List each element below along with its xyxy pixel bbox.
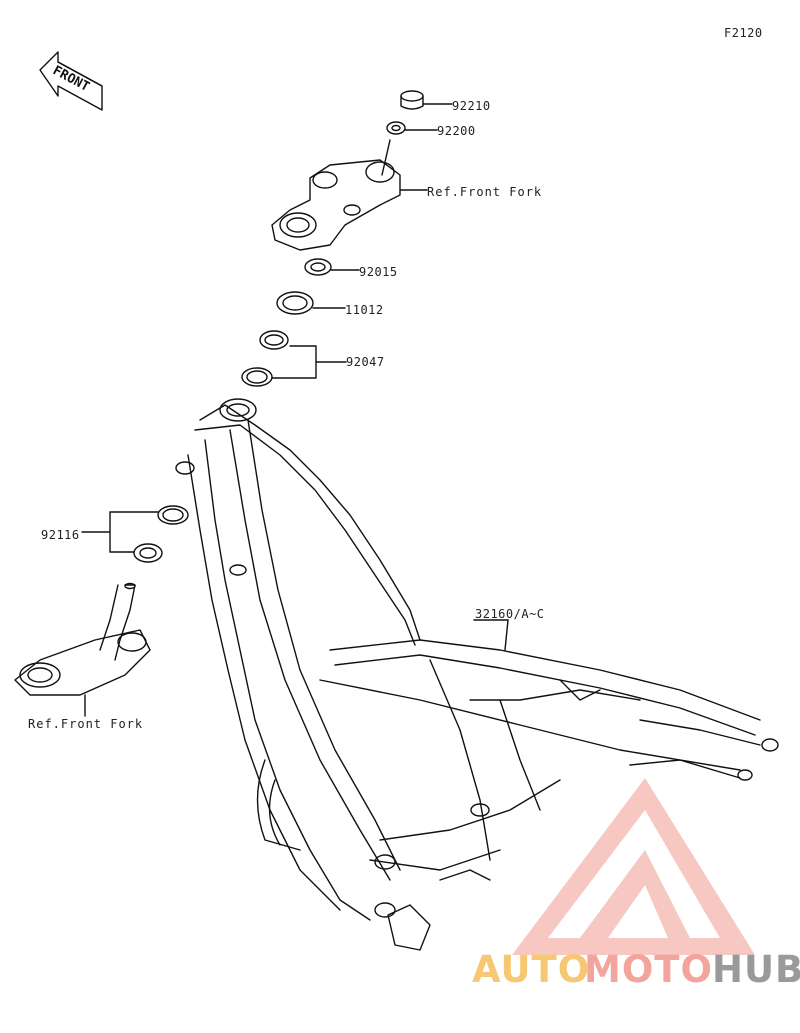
diagram-code: F2120 (724, 26, 763, 40)
part-label-92015: 92015 (359, 265, 398, 279)
lower-triple-clamp-icon (14, 582, 151, 717)
races-92047-icon (241, 330, 347, 387)
ref-front-fork-bottom-label: Ref.Front Fork (28, 717, 144, 731)
part-label-92047: 92047 (346, 355, 385, 369)
main-frame-icon (175, 398, 779, 951)
watermark-moto: MOTO (584, 948, 713, 991)
bearing-92116-icon (81, 505, 189, 563)
part-label-92200: 92200 (437, 124, 476, 138)
watermark-auto: AUTO (472, 948, 591, 991)
part-label-32160: 32160/A~C (475, 607, 545, 621)
watermark-logo-icon (512, 778, 755, 955)
bearing-92015-icon (304, 258, 360, 276)
watermark-hub: HUB (712, 948, 800, 991)
part-label-92210: 92210 (452, 99, 491, 113)
ref-front-fork-top-label: Ref.Front Fork (427, 185, 543, 199)
front-arrow-icon (39, 51, 103, 111)
part-label-92116: 92116 (41, 528, 80, 542)
nut-92210-icon (400, 90, 453, 110)
upper-triple-clamp-icon (271, 159, 428, 251)
seal-11012-icon (276, 291, 346, 315)
part-label-11012: 11012 (345, 303, 384, 317)
washer-92200-icon (381, 121, 438, 176)
